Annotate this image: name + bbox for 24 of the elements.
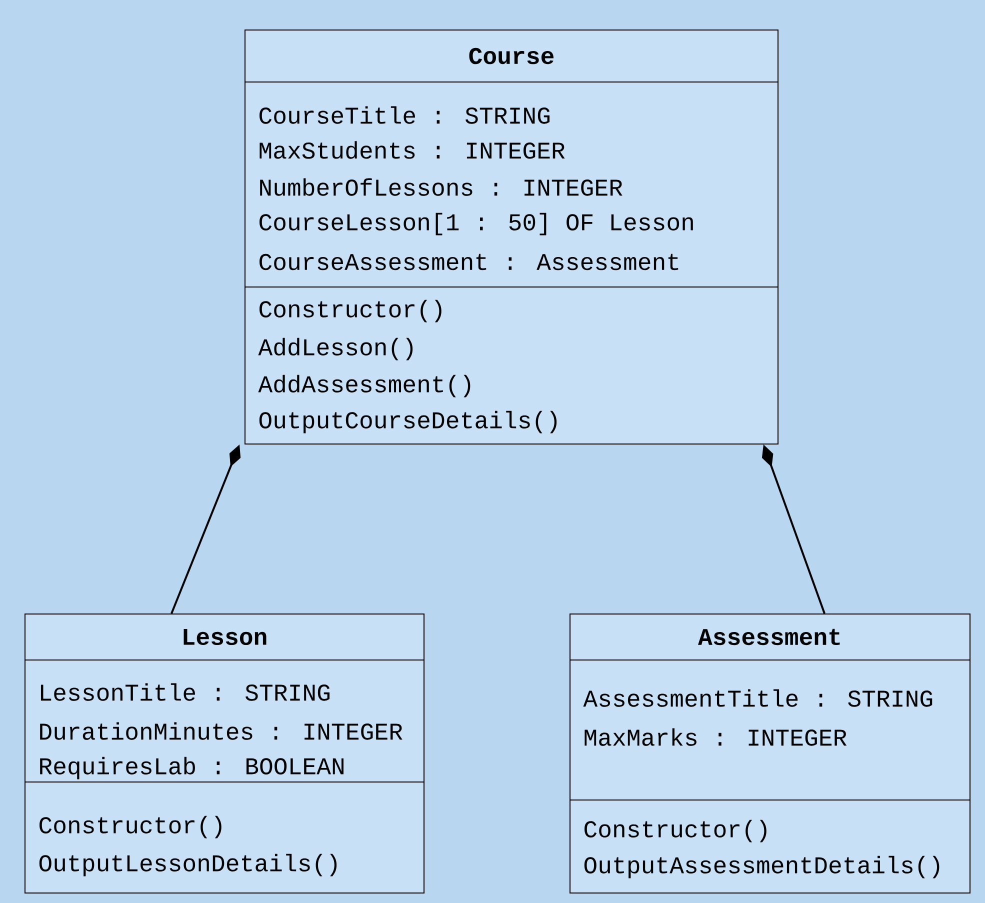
attribute-text: CourseTitle : STRING bbox=[260, 106, 550, 124]
class-box bbox=[570, 614, 970, 894]
attribute-text: CourseLesson[1 : 50] OF Lesson bbox=[260, 212, 693, 236]
attribute-text: AssessmentTitle : STRING bbox=[583, 689, 932, 707]
method-text: Constructor() bbox=[40, 816, 222, 838]
method-text: Constructor() bbox=[260, 300, 442, 322]
attribute-text: DurationMinutes : INTEGER bbox=[40, 722, 402, 740]
class-name: Lesson bbox=[184, 628, 266, 646]
attribute-text: NumberOfLessons : INTEGER bbox=[260, 178, 622, 196]
attribute-text: MaxStudents : INTEGER bbox=[260, 141, 565, 159]
class-box bbox=[24, 614, 424, 894]
class-box bbox=[244, 30, 778, 444]
method-text: OutputLessonDetails() bbox=[39, 854, 337, 876]
method-text: Constructor() bbox=[584, 820, 766, 842]
attribute-text: CourseAssessment : Assessment bbox=[260, 254, 678, 270]
attribute-text: RequiresLab : BOOLEAN bbox=[40, 756, 344, 780]
method-text: OutputCourseDetails() bbox=[259, 410, 557, 434]
method-text: OutputAssessmentDetails() bbox=[584, 856, 940, 878]
class-name: Assessment bbox=[698, 628, 840, 646]
attribute-text: LessonTitle : STRING bbox=[40, 683, 330, 701]
class-name: Course bbox=[469, 48, 554, 64]
method-text: AddLesson() bbox=[258, 338, 413, 360]
method-text: AddAssessment() bbox=[258, 374, 470, 398]
attribute-text: MaxMarks : INTEGER bbox=[584, 728, 847, 746]
